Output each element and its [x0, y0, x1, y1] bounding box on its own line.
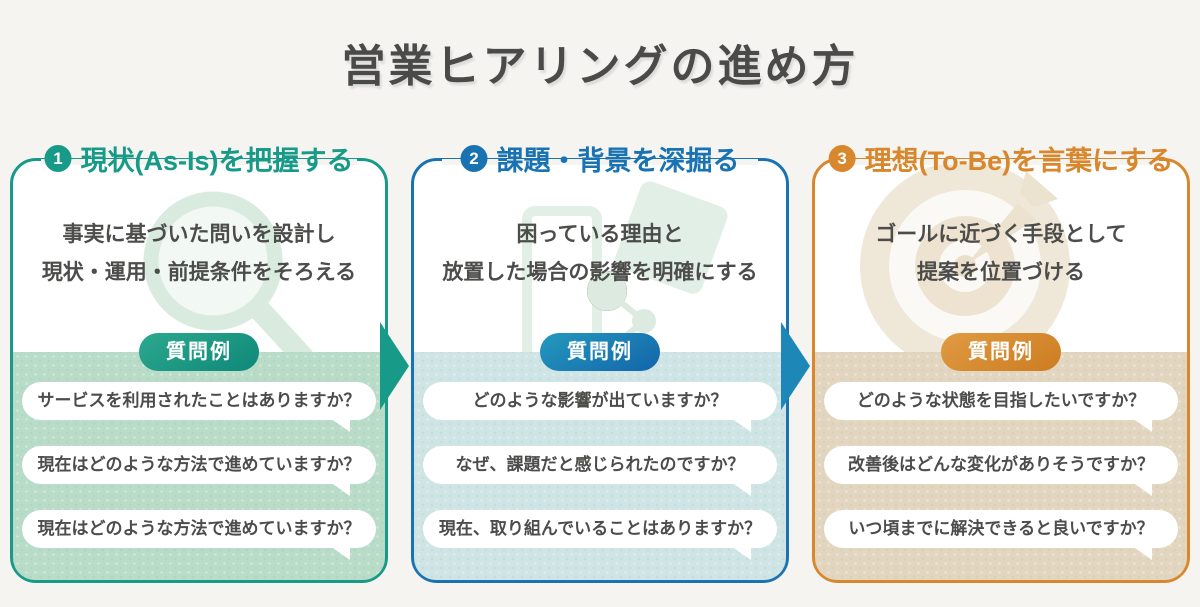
- step-title-as-is: 1 現状(As-Is)を把握する: [44, 139, 354, 178]
- question-example-badge: 質問例: [540, 333, 660, 371]
- flow-arrow-step1-to-step2-icon: [380, 322, 409, 410]
- magnifier-watermark-icon: [143, 191, 314, 368]
- card-body: 困っている理由と 放置した場合の影響を明確にする どのような影響が出ていますか？…: [414, 161, 786, 580]
- page-title: 営業ヒアリングの進め方: [341, 42, 859, 91]
- flow-arrow-step2-to-step3-icon: [781, 322, 810, 410]
- question-bubble: 現在はどのような方法で進めていますか？: [22, 510, 376, 560]
- step-card-issues: 2 課題・背景を深掘る 困っている理由と 放置した場合の影響を明確にする どのよ…: [411, 145, 789, 583]
- card-body: ゴールに近づく手段として 提案を位置づける どのような状態を目指したいですか？ …: [815, 161, 1187, 580]
- target-dart-watermark-icon: [860, 161, 1070, 371]
- step-title-to-be: 3 理想(To-Be)を言葉にする: [828, 139, 1174, 178]
- step-title-issues: 2 課題・背景を深掘る: [460, 139, 740, 178]
- card-top-mask: [843, 159, 1159, 165]
- question-bubble: サービスを利用されたことはありますか？: [22, 382, 376, 432]
- card-top-mask: [442, 159, 758, 165]
- question-area: どのような状態を目指したいですか？ 改善後はどんな変化がありそうですか？ いつ頃…: [815, 352, 1187, 580]
- question-area: どのような影響が出ていますか？ なぜ、課題だと感じられたのですか？ 現在、取り組…: [414, 352, 786, 580]
- step-title-label: 課題・背景を深掘る: [496, 146, 740, 176]
- card-top-mask: [41, 159, 357, 165]
- question-example-badge: 質問例: [139, 333, 259, 371]
- question-area: サービスを利用されたことはありますか？ 現在はどのような方法で進めていますか？ …: [13, 352, 385, 580]
- question-bubble: なぜ、課題だと感じられたのですか？: [423, 446, 777, 496]
- step-description: 困っている理由と 放置した場合の影響を明確にする: [442, 223, 758, 284]
- step-description: 事実に基づいた問いを設計し 現状・運用・前提条件をそろえる: [41, 223, 357, 284]
- step-number-badge: 3: [828, 145, 856, 172]
- question-bubble: 改善後はどんな変化がありそうですか？: [824, 446, 1178, 496]
- step-description: ゴールに近づく手段として 提案を位置づける: [875, 223, 1127, 284]
- document-puzzle-watermark-icon: [522, 181, 728, 376]
- step-card-as-is: 1 現状(As-Is)を把握する 事実に基づいた問いを設計し 現状・運用・前提条…: [10, 145, 388, 583]
- step-title-label: 理想(To-Be)を言葉にする: [864, 146, 1174, 176]
- question-example-badge: 質問例: [941, 333, 1061, 371]
- question-bubble: 現在、取り組んでいることはありますか？: [423, 510, 777, 560]
- question-bubble: どのような影響が出ていますか？: [423, 382, 777, 432]
- step-number-badge: 2: [460, 145, 488, 172]
- question-bubble: 現在はどのような方法で進めていますか？: [22, 446, 376, 496]
- card-body: 事実に基づいた問いを設計し 現状・運用・前提条件をそろえる サービスを利用された…: [13, 161, 385, 580]
- step-title-label: 現状(As-Is)を把握する: [80, 146, 354, 176]
- step-card-to-be: 3 理想(To-Be)を言葉にする ゴールに近づく手段として 提案を位置づける …: [812, 145, 1190, 583]
- question-bubble: いつ頃までに解決できると良いですか？: [824, 510, 1178, 560]
- question-bubble: どのような状態を目指したいですか？: [824, 382, 1178, 432]
- step-number-badge: 1: [44, 145, 72, 172]
